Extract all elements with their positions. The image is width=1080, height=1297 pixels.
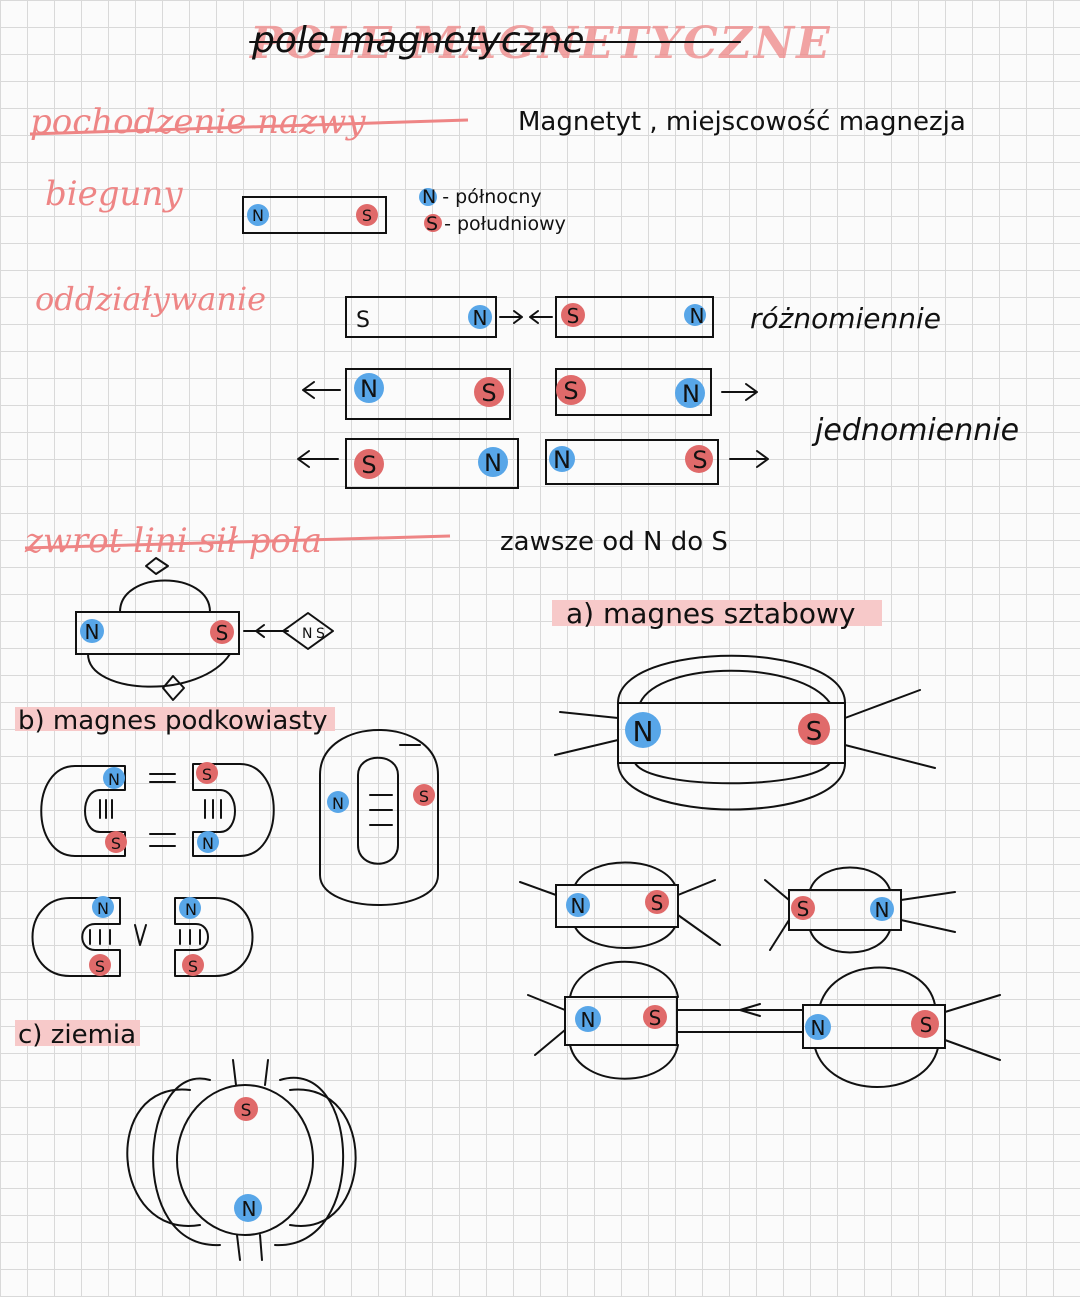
svg-text:N: N bbox=[85, 620, 100, 644]
svg-text:N: N bbox=[252, 206, 264, 225]
svg-text:N: N bbox=[553, 446, 571, 474]
svg-text:S: S bbox=[481, 379, 496, 407]
legend-north: N - północny bbox=[422, 186, 542, 208]
svg-text:S: S bbox=[188, 957, 198, 976]
legend-south: S - południowy bbox=[426, 213, 566, 235]
bar-pair-attract-bottom: N S N S bbox=[527, 960, 1001, 1088]
bar-magnet-field: N S bbox=[554, 654, 936, 811]
bar-magnet-example: N S bbox=[242, 196, 387, 234]
svg-text:N: N bbox=[633, 715, 654, 748]
svg-text:N: N bbox=[332, 794, 344, 813]
horseshoe-pair-1: N S S N bbox=[40, 762, 275, 857]
svg-text:N: N bbox=[242, 1197, 257, 1221]
compass-demo: N S N S bbox=[75, 557, 334, 701]
horseshoe-label: b) magnes podkowiasty bbox=[18, 706, 327, 736]
legend-south-dot bbox=[424, 214, 442, 232]
field-heading-strike bbox=[24, 534, 451, 550]
u-magnet: N S bbox=[319, 729, 439, 906]
repulsion-row-2: S N N S bbox=[297, 438, 769, 489]
svg-text:N: N bbox=[690, 304, 705, 328]
svg-text:N: N bbox=[202, 834, 214, 853]
earth-highlight bbox=[15, 1020, 140, 1046]
like-label: jednomiennie bbox=[811, 413, 1019, 448]
poles-heading: bieguny bbox=[45, 174, 183, 214]
svg-text:N: N bbox=[302, 626, 312, 642]
origin-heading: pochodzenie nazwy bbox=[30, 102, 366, 142]
field-rule: zawsze od N do S bbox=[500, 527, 728, 557]
svg-text:N: N bbox=[581, 1008, 596, 1032]
svg-text:N: N bbox=[108, 770, 120, 789]
svg-text:S: S bbox=[362, 206, 372, 225]
svg-text:S: S bbox=[316, 626, 325, 642]
svg-text:S: S bbox=[356, 308, 370, 333]
unlike-label: różnomiennie bbox=[750, 302, 941, 335]
origin-heading-strike bbox=[29, 118, 469, 136]
svg-text:N: N bbox=[473, 306, 488, 330]
svg-text:S: S bbox=[567, 304, 580, 328]
svg-text:N: N bbox=[811, 1016, 826, 1040]
svg-text:S: S bbox=[649, 1006, 662, 1030]
origin-text: Magnetyt , miejscowość magnezja bbox=[518, 107, 966, 137]
earth-diagram: S N bbox=[126, 1059, 357, 1261]
bar-magnet-label: a) magnes sztabowy bbox=[566, 597, 855, 630]
svg-text:S: S bbox=[806, 717, 823, 747]
svg-text:S: S bbox=[95, 957, 105, 976]
horseshoe-pair-2: N S N S bbox=[31, 896, 254, 977]
svg-text:N: N bbox=[875, 898, 890, 922]
legend-north-dot bbox=[419, 188, 437, 206]
repulsion-row-1: N S S N bbox=[302, 368, 758, 420]
svg-text:S: S bbox=[241, 1101, 252, 1121]
bar-magnet-highlight bbox=[552, 600, 882, 626]
page-title: pole magnetyczne bbox=[251, 20, 585, 61]
svg-text:S: S bbox=[419, 787, 429, 806]
svg-text:N: N bbox=[97, 899, 109, 918]
title-shadow: POLE MAGNETYCZNE bbox=[248, 18, 832, 69]
interaction-heading: oddziaływanie bbox=[35, 280, 266, 318]
svg-text:N: N bbox=[571, 894, 586, 918]
south-pole-dot bbox=[356, 204, 378, 226]
svg-text:N: N bbox=[484, 449, 502, 477]
svg-text:S: S bbox=[651, 891, 664, 915]
svg-text:S: S bbox=[563, 377, 578, 405]
horseshoe-highlight bbox=[15, 707, 335, 731]
svg-text:N: N bbox=[360, 375, 378, 403]
earth-label: c) ziemia bbox=[18, 1020, 136, 1050]
svg-text:N: N bbox=[682, 380, 700, 408]
svg-text:S: S bbox=[920, 1013, 933, 1037]
svg-text:S: S bbox=[202, 765, 212, 784]
svg-text:S: S bbox=[216, 621, 229, 645]
svg-text:S: S bbox=[692, 446, 707, 474]
svg-text:S: S bbox=[361, 451, 376, 479]
svg-text:N: N bbox=[185, 900, 197, 919]
attraction-row: S N S N bbox=[345, 296, 714, 338]
svg-text:S: S bbox=[111, 834, 121, 853]
north-pole-dot bbox=[247, 204, 269, 226]
bar-pair-attract-top: N S S N bbox=[519, 861, 956, 954]
svg-text:S: S bbox=[797, 897, 810, 921]
